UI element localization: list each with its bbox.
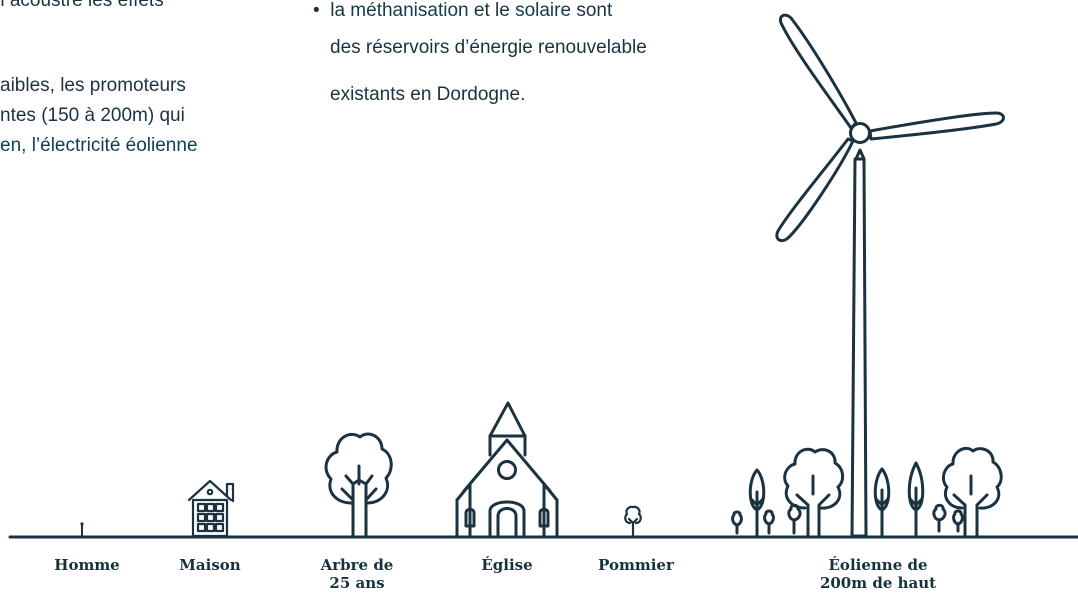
label-arbre: Arbre de 25 ans	[320, 556, 394, 592]
church-icon	[455, 401, 559, 538]
forest-icon	[731, 446, 1003, 538]
bullet-text-line-2: des réservoirs d’énergie renouvelable	[330, 37, 647, 58]
left-text-line-2: aibles, les promoteurs	[0, 75, 186, 96]
house-icon	[187, 479, 235, 538]
tree-25-years-icon	[324, 432, 393, 539]
apple-tree-icon	[624, 505, 642, 537]
label-eglise: Église	[481, 556, 533, 574]
wind-turbine-icon	[775, 13, 1005, 538]
bullet-marker: •	[313, 0, 320, 21]
left-text-line-3: ntes (150 à 200m) qui	[0, 105, 185, 126]
left-text-line-4: en, l’électricité éolienne	[0, 135, 198, 156]
label-eolienne: Éolienne de 200m de haut	[819, 556, 937, 592]
label-pommier: Pommier	[598, 556, 674, 574]
label-maison: Maison	[179, 556, 241, 574]
man-icon	[80, 522, 84, 537]
left-text-line-1: n acoustre les effets	[0, 0, 164, 11]
bullet-text-line-1: • la méthanisation et le solaire sont	[313, 0, 613, 21]
label-homme: Homme	[54, 556, 120, 574]
bullet-text-line-3: existants en Dordogne.	[330, 84, 526, 105]
